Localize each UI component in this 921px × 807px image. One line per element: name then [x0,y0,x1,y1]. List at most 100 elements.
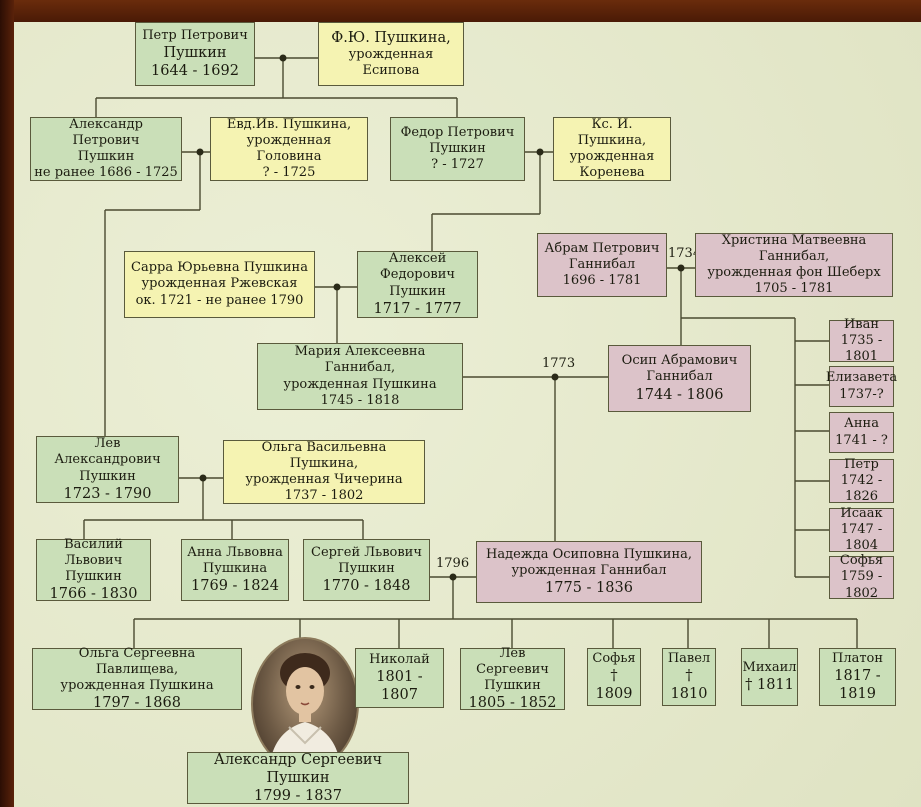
person-years: 1737 - 1802 [284,488,364,504]
person-surname: Пушкин [163,45,227,61]
person-name-line: Александр Сергеевич Пушкин [213,751,383,786]
person-years: ? - 1725 [262,165,316,181]
person-years: † 1809 [595,668,633,703]
person-abram-petrovich-gannibal: Абрам Петрович Ганнибал 1696 - 1781 [537,233,667,297]
person-years: 1644 - 1692 [151,63,239,80]
person-years: 1747 - 1804 [840,521,883,554]
person-name-line: Иван [843,316,880,332]
person-sofya-pushkina: Софья † 1809 [587,648,641,706]
person-name-line: Лев Александрович [54,436,161,468]
person-years: † 1810 [670,668,708,703]
person-surname: Пушкина [202,560,268,576]
person-years: 1775 - 1836 [545,580,633,597]
person-surname: Пушкин [77,149,135,164]
person-name-line: Кс. И. Пушкина, [577,116,647,148]
person-years: 1723 - 1790 [63,485,152,502]
person-nadezhda-osipovna-pushkina: Надежда Осиповна Пушкина, урожденная Ган… [476,541,702,603]
person-maiden-name: урожденная Головина [246,132,332,164]
person-fedor-petrovich-pushkin: Федор Петрович Пушкин ? - 1727 [390,117,525,181]
person-alexandr-petrovich-pushkin: Александр Петрович Пушкин не ранее 1686 … [30,117,182,181]
person-surname: Ганнибал [646,369,713,385]
person-petr-petrovich-pushkin: Петр Петрович Пушкин 1644 - 1692 [135,22,255,86]
person-years: 1759 - 1802 [840,569,883,601]
person-maiden-name: урожденная Пушкина [60,678,214,694]
person-years: 1745 - 1818 [320,392,400,408]
person-name-line: Сарра Юрьевна Пушкина [131,260,308,276]
person-years: не ранее 1686 - 1725 [34,165,178,181]
person-years: 1737-? [839,386,884,402]
person-years: 1696 - 1781 [562,273,642,289]
person-ivan-gannibal: Иван 1735 - 1801 [829,316,894,364]
person-years: 1742 - 1826 [840,472,883,505]
person-years: 1799 - 1837 [254,788,342,805]
person-name-line: Николай [369,651,430,667]
person-name-line: Ольга Сергеевна Павлищева, [78,645,196,677]
person-name-line: Василий Львович [64,536,123,568]
person-surname: Ганнибал [568,256,636,272]
person-years: 1705 - 1781 [754,281,834,297]
person-years: ? - 1727 [431,157,484,173]
person-surname: Пушкин [484,678,541,694]
person-anna-gannibal: Анна 1741 - ? [829,412,894,453]
person-isaak-gannibal: Исаак 1747 - 1804 [829,505,894,554]
person-years: 1766 - 1830 [49,586,138,603]
person-pavel-pushkin: Павел † 1810 [662,648,716,706]
person-years: † 1811 [745,677,794,694]
person-osip-abramovich-gannibal: Осип Абрамович Ганнибал 1744 - 1806 [608,345,751,412]
person-evd-pushkina: Евд.Ив. Пушкина, урожденная Головина ? -… [210,117,368,181]
person-name-line: Павел [667,650,711,666]
person-name-line: Анна Львовна [187,544,283,560]
person-name-line: Софья [592,650,636,666]
person-name-line: Платон [831,650,884,666]
marriage-year-1773: 1773 [542,356,576,371]
person-aleksei-fedorovich-pushkin: Алексей Федорович Пушкин 1717 - 1777 [357,251,478,318]
person-years: 1769 - 1824 [191,578,279,595]
frame-left-border [0,0,14,807]
person-years: 1817 - 1819 [834,668,881,703]
person-name-line: Исаак [840,505,883,521]
person-name-line: Христина Матвеевна Ганнибал, [721,232,867,264]
person-maria-alekseevna-gannibal: Мария Алексеевна Ганнибал, урожденная Пу… [257,343,463,410]
person-lev-sergeevich-pushkin: Лев Сергеевич Пушкин 1805 - 1852 [460,645,565,712]
person-vasily-lvovich-pushkin: Василий Львович Пушкин 1766 - 1830 [36,536,151,603]
person-name-line: Михаил [742,659,797,675]
person-years: 1805 - 1852 [468,695,557,712]
person-platon-pushkin: Платон 1817 - 1819 [819,648,896,706]
pushkin-portrait [251,637,359,771]
person-name-line: Анна [844,416,879,432]
person-name-line: Александр Петрович [69,116,143,148]
person-sarra-yurevna-pushkina: Сарра Юрьевна Пушкина урожденная Ржевска… [124,251,315,318]
person-name-line: Софья [839,553,884,569]
person-name-line: Евд.Ив. Пушкина, [226,116,352,132]
person-elizaveta-gannibal: Елизавета 1737-? [826,366,897,407]
person-years: 1797 - 1868 [93,695,181,712]
person-name-line: Сергей Львович [311,544,422,560]
person-name-line: Петр Петрович [142,27,248,43]
person-alexandr-sergeevich-pushkin: Александр Сергеевич Пушкин 1799 - 1837 [187,752,409,804]
person-years: 1735 - 1801 [840,332,883,365]
person-fyu-pushkina: Ф.Ю. Пушкина, урожденная Есипова [318,22,464,86]
person-maiden-name: Коренева [579,165,645,181]
person-ks-pushkina: Кс. И. Пушкина, урожденная Коренева [553,117,671,181]
frame-top-border [0,0,921,22]
person-name-line: Петр [844,456,879,472]
person-maiden-label: урожденная [569,149,655,164]
person-olga-sergeevna-pavlishcheva: Ольга Сергеевна Павлищева, урожденная Пу… [32,645,242,712]
marriage-year-1734: 1734 [668,246,702,261]
person-surname: Пушкин [79,468,136,484]
person-years: ок. 1721 - не ранее 1790 [135,292,304,308]
person-anna-lvovna-pushkina: Анна Львовна Пушкина 1769 - 1824 [181,539,289,601]
person-petr-gannibal: Петр 1742 - 1826 [829,456,894,505]
person-sergei-lvovich-pushkin: Сергей Львович Пушкин 1770 - 1848 [303,539,430,601]
person-maiden-name: урожденная Пушкина [283,376,437,392]
child-portrait-image [269,653,341,769]
person-name-line: Абрам Петрович [544,240,660,256]
person-sofya-gannibal: Софья 1759 - 1802 [829,553,894,601]
person-name-line: Надежда Осиповна Пушкина, [485,546,692,562]
person-maiden-name: урожденная Ганнибал [511,562,667,578]
person-nikolai-pushkin: Николай 1801 - 1807 [355,648,444,708]
person-maiden-name: урожденная Чичерина [245,472,403,487]
person-years: 1744 - 1806 [635,386,724,403]
person-maiden-name: урожденная Ржевская [141,276,298,292]
person-name-line: Лев Сергеевич [476,645,549,677]
